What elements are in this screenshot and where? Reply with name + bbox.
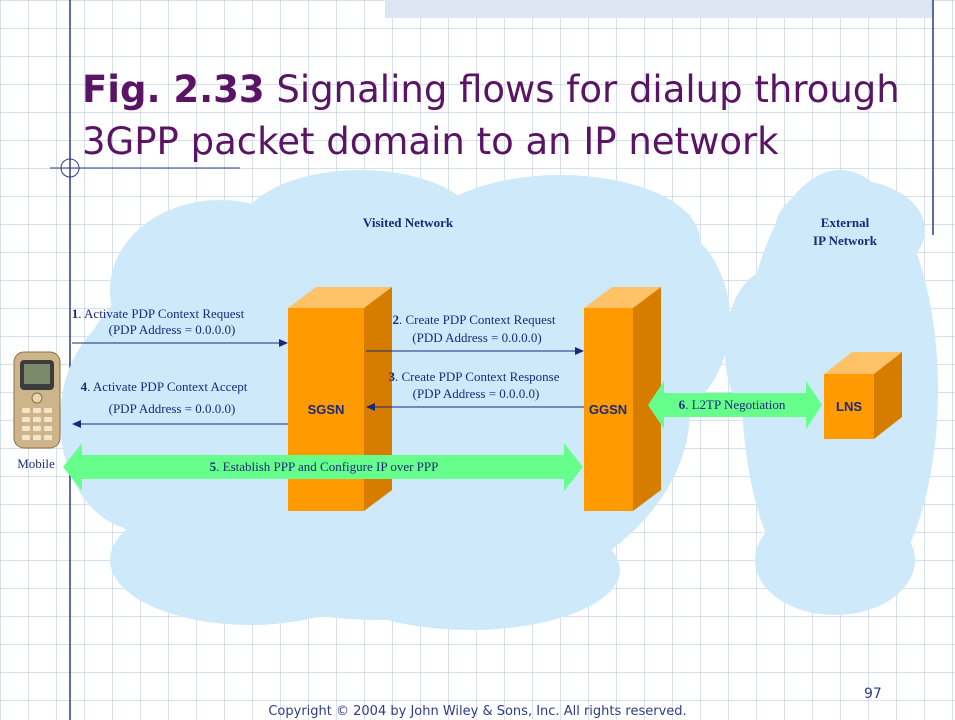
message-2-number: 2 bbox=[392, 312, 399, 327]
message-3-param: (PDP Address = 0.0.0.0) bbox=[413, 386, 540, 401]
message-5-label: 5. Establish PPP and Configure IP over P… bbox=[210, 459, 439, 474]
external-network-cloud bbox=[725, 170, 938, 615]
message-1: 1. Activate PDP Context Request (PDP Add… bbox=[72, 306, 288, 347]
mobile-phone-icon bbox=[13, 351, 61, 449]
page-number: 97 bbox=[864, 686, 882, 702]
lns-label: LNS bbox=[836, 399, 862, 414]
message-2: 2. Create PDP Context Request (PDD Addre… bbox=[366, 312, 584, 355]
message-1-param: (PDP Address = 0.0.0.0) bbox=[109, 322, 236, 337]
message-3-label: 3. Create PDP Context Response bbox=[388, 369, 559, 384]
message-3: 3. Create PDP Context Response (PDP Addr… bbox=[366, 369, 584, 411]
message-3-number: 3 bbox=[388, 369, 395, 384]
message-5-ppp-arrow: 5. Establish PPP and Configure IP over P… bbox=[63, 443, 583, 491]
message-4-number: 4 bbox=[81, 379, 88, 394]
title-figure-number: Fig. 2.33 bbox=[82, 68, 265, 111]
ggsn-label: GGSN bbox=[589, 402, 627, 417]
message-1-arrowhead bbox=[279, 339, 288, 347]
external-network-label-line2: IP Network bbox=[813, 233, 878, 248]
slide-title: Fig. 2.33 Signaling flows for dialup thr… bbox=[82, 64, 942, 168]
message-2-param: (PDD Address = 0.0.0.0) bbox=[412, 330, 541, 345]
ggsn-node: GGSN bbox=[584, 287, 661, 511]
message-6-number: 6 bbox=[679, 397, 686, 412]
message-4-arrowhead bbox=[72, 420, 81, 428]
sgsn-label: SGSN bbox=[308, 402, 345, 417]
message-5-text: . Establish PPP and Configure IP over PP… bbox=[216, 459, 438, 474]
visited-network-label: Visited Network bbox=[363, 215, 454, 230]
message-1-label: 1. Activate PDP Context Request bbox=[72, 306, 245, 321]
mobile-label: Mobile bbox=[17, 456, 55, 471]
message-5-number: 5 bbox=[210, 459, 217, 474]
copyright-footer: Copyright © 2004 by John Wiley & Sons, I… bbox=[268, 704, 687, 719]
message-2-arrowhead bbox=[575, 347, 584, 355]
message-4-text: . Activate PDP Context Accept bbox=[87, 379, 248, 394]
message-3-text: . Create PDP Context Response bbox=[395, 369, 560, 384]
message-3-arrowhead bbox=[366, 403, 375, 411]
message-4-label: 4. Activate PDP Context Accept bbox=[81, 379, 248, 394]
message-4-param: (PDP Address = 0.0.0.0) bbox=[109, 401, 236, 416]
message-2-text: . Create PDP Context Request bbox=[399, 312, 556, 327]
message-6-text: . L2TP Negotiation bbox=[685, 397, 786, 412]
message-1-text: . Activate PDP Context Request bbox=[78, 306, 244, 321]
message-6-l2tp-arrow: 6. L2TP Negotiation bbox=[648, 381, 822, 429]
lns-node: LNS bbox=[824, 352, 902, 439]
message-1-number: 1 bbox=[72, 306, 79, 321]
crosshair-circle bbox=[60, 158, 80, 178]
title-text: Signaling flows for dialup through 3GPP … bbox=[82, 68, 900, 163]
external-network-label-line1: External bbox=[821, 215, 870, 230]
message-2-label: 2. Create PDP Context Request bbox=[392, 312, 555, 327]
message-6-label: 6. L2TP Negotiation bbox=[679, 397, 786, 412]
message-4: 4. Activate PDP Context Accept (PDP Addr… bbox=[72, 379, 288, 428]
top-band bbox=[385, 0, 933, 18]
